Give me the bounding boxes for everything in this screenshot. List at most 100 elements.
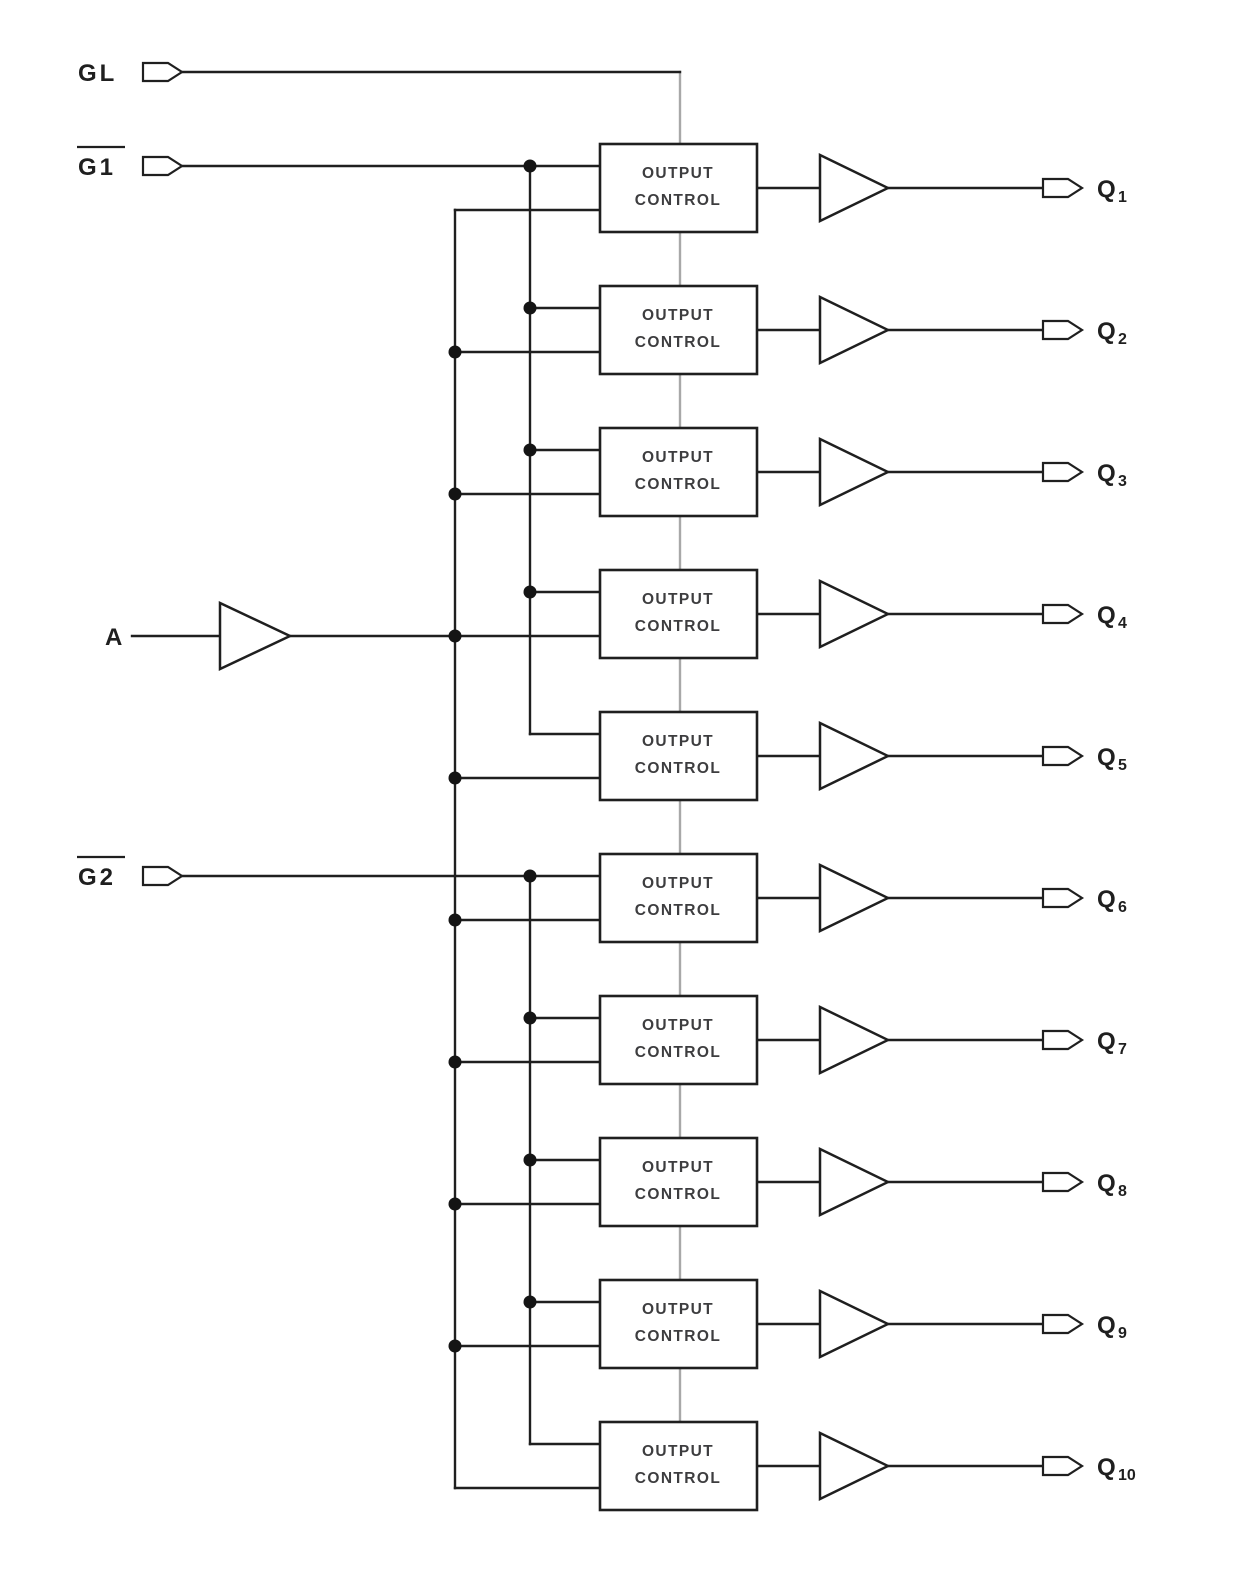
output-control-box	[598, 568, 759, 660]
output-control-box	[598, 426, 759, 518]
box-label-line1: OUTPUT	[642, 875, 714, 892]
junction-dot	[523, 443, 537, 457]
buffer-icon	[818, 1005, 891, 1075]
output-control-box	[598, 1420, 759, 1512]
output-control-box	[598, 142, 759, 234]
input-pin-g2	[141, 865, 185, 887]
output-label-sub: 9	[1118, 1325, 1127, 1342]
output-pin	[1041, 603, 1085, 625]
channel-q5: OUTPUT CONTROL Q 5	[598, 710, 1127, 802]
channel-q10: OUTPUT CONTROL Q 10	[598, 1420, 1136, 1512]
channel-q2: OUTPUT CONTROL Q 2	[598, 284, 1127, 376]
box-label-line1: OUTPUT	[642, 733, 714, 750]
output-control-box	[598, 710, 759, 802]
junction-dot	[448, 913, 462, 927]
input-g2: G2	[77, 855, 185, 891]
box-label-line2: CONTROL	[635, 1186, 721, 1203]
junction-dot	[523, 1153, 537, 1167]
input-g1: G1	[77, 145, 185, 181]
junction-dot	[448, 1339, 462, 1353]
output-pin	[1041, 1171, 1085, 1193]
channel-q4: OUTPUT CONTROL Q 4	[598, 568, 1127, 660]
input-a: A	[105, 601, 293, 671]
output-label: Q	[1097, 176, 1119, 203]
channel-q9: OUTPUT CONTROL Q 9	[598, 1278, 1127, 1370]
channel-q6: OUTPUT CONTROL Q 6	[598, 852, 1127, 944]
output-pin	[1041, 887, 1085, 909]
box-label-line2: CONTROL	[635, 1328, 721, 1345]
channel-q3: OUTPUT CONTROL Q 3	[598, 426, 1127, 518]
buffer-icon	[818, 863, 891, 933]
output-pin	[1041, 1455, 1085, 1477]
junction-dot	[448, 771, 462, 785]
output-label: Q	[1097, 318, 1119, 345]
output-label-sub: 4	[1118, 615, 1127, 632]
output-control-box	[598, 1136, 759, 1228]
output-label-sub: 1	[1118, 189, 1127, 206]
output-label-sub: 3	[1118, 473, 1127, 490]
output-pin	[1041, 461, 1085, 483]
output-label-sub: 5	[1118, 757, 1127, 774]
buffer-icon	[818, 1431, 891, 1501]
junction-dot	[523, 159, 537, 173]
junction-dots	[448, 159, 537, 1353]
output-label: Q	[1097, 1170, 1119, 1197]
output-pin	[1041, 319, 1085, 341]
output-label: Q	[1097, 1312, 1119, 1339]
box-label-line2: CONTROL	[635, 192, 721, 209]
junction-dot	[448, 487, 462, 501]
box-label-line2: CONTROL	[635, 902, 721, 919]
output-pin	[1041, 1029, 1085, 1051]
junction-dot	[523, 1011, 537, 1025]
buffer-icon	[818, 437, 891, 507]
box-label-line1: OUTPUT	[642, 449, 714, 466]
output-label: Q	[1097, 1028, 1119, 1055]
input-label-g2: G2	[78, 864, 116, 891]
box-label-line1: OUTPUT	[642, 1159, 714, 1176]
buffer-icon	[818, 579, 891, 649]
buffer-icon	[818, 153, 891, 223]
buffer-icon	[818, 1147, 891, 1217]
box-label-line1: OUTPUT	[642, 591, 714, 608]
junction-dot	[448, 345, 462, 359]
junction-dot	[523, 869, 537, 883]
output-control-box	[598, 994, 759, 1086]
junction-dot	[448, 1055, 462, 1069]
box-label-line1: OUTPUT	[642, 165, 714, 182]
output-label: Q	[1097, 1454, 1119, 1481]
junction-dot	[448, 629, 462, 643]
buffer-icon	[818, 1289, 891, 1359]
input-pin-g1	[141, 155, 185, 177]
output-label-sub: 10	[1118, 1467, 1136, 1484]
output-label-sub: 2	[1118, 331, 1127, 348]
output-control-box	[598, 284, 759, 376]
box-label-line1: OUTPUT	[642, 307, 714, 324]
input-pin-gl	[141, 61, 185, 83]
junction-dot	[448, 1197, 462, 1211]
box-label-line2: CONTROL	[635, 476, 721, 493]
box-label-line1: OUTPUT	[642, 1443, 714, 1460]
box-label-line2: CONTROL	[635, 618, 721, 635]
input-label-gl: GL	[78, 60, 117, 87]
junction-dot	[523, 1295, 537, 1309]
box-label-line1: OUTPUT	[642, 1301, 714, 1318]
channel-q8: OUTPUT CONTROL Q 8	[598, 1136, 1127, 1228]
output-label: Q	[1097, 460, 1119, 487]
box-label-line2: CONTROL	[635, 1470, 721, 1487]
output-label-sub: 7	[1118, 1041, 1127, 1058]
buffer-icon	[818, 721, 891, 791]
junction-dot	[523, 585, 537, 599]
output-pin	[1041, 745, 1085, 767]
box-label-line2: CONTROL	[635, 1044, 721, 1061]
output-label: Q	[1097, 602, 1119, 629]
output-label: Q	[1097, 744, 1119, 771]
box-label-line2: CONTROL	[635, 334, 721, 351]
wires	[130, 70, 682, 1490]
box-label-line2: CONTROL	[635, 760, 721, 777]
output-control-box	[598, 1278, 759, 1370]
box-label-line1: OUTPUT	[642, 1017, 714, 1034]
output-pin	[1041, 1313, 1085, 1335]
input-label-g1: G1	[78, 154, 116, 181]
input-gl: GL	[78, 60, 185, 87]
